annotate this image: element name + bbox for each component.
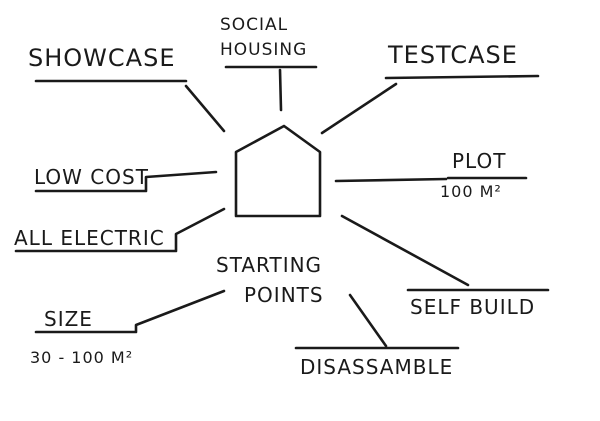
showcase-spoke — [184, 84, 226, 133]
size-underline — [34, 289, 226, 334]
size-label: SIZE — [44, 307, 93, 331]
plot-label: PLOT — [452, 149, 507, 173]
showcase-label: SHOWCASE — [28, 44, 176, 72]
starting-points-label-line2: POINTS — [244, 283, 324, 307]
size-range-label: 30 - 100 M² — [30, 348, 134, 367]
self-build-label: SELF BUILD — [410, 295, 536, 319]
disassamble-spoke — [348, 293, 388, 348]
testcase-spoke — [320, 82, 398, 135]
plot-size-label: 100 M² — [440, 182, 502, 201]
self-build-spoke — [340, 214, 470, 287]
testcase-underline — [384, 74, 540, 80]
all-electric-label: ALL ELECTRIC — [14, 226, 165, 250]
all-electric-underline — [14, 207, 226, 253]
low-cost-underline — [34, 170, 218, 193]
social-housing-label-line2: HOUSING — [220, 40, 308, 60]
house-icon — [234, 124, 322, 218]
plot-spoke — [334, 177, 448, 183]
low-cost-label: LOW COST — [34, 165, 149, 189]
starting-points-label-line1: STARTING — [216, 253, 323, 277]
testcase-label: TESTCASE — [388, 41, 518, 69]
social-housing-spoke — [278, 68, 283, 112]
disassamble-label: DISASSAMBLE — [300, 355, 454, 379]
social-housing-label-line1: SOCIAL — [220, 15, 289, 35]
